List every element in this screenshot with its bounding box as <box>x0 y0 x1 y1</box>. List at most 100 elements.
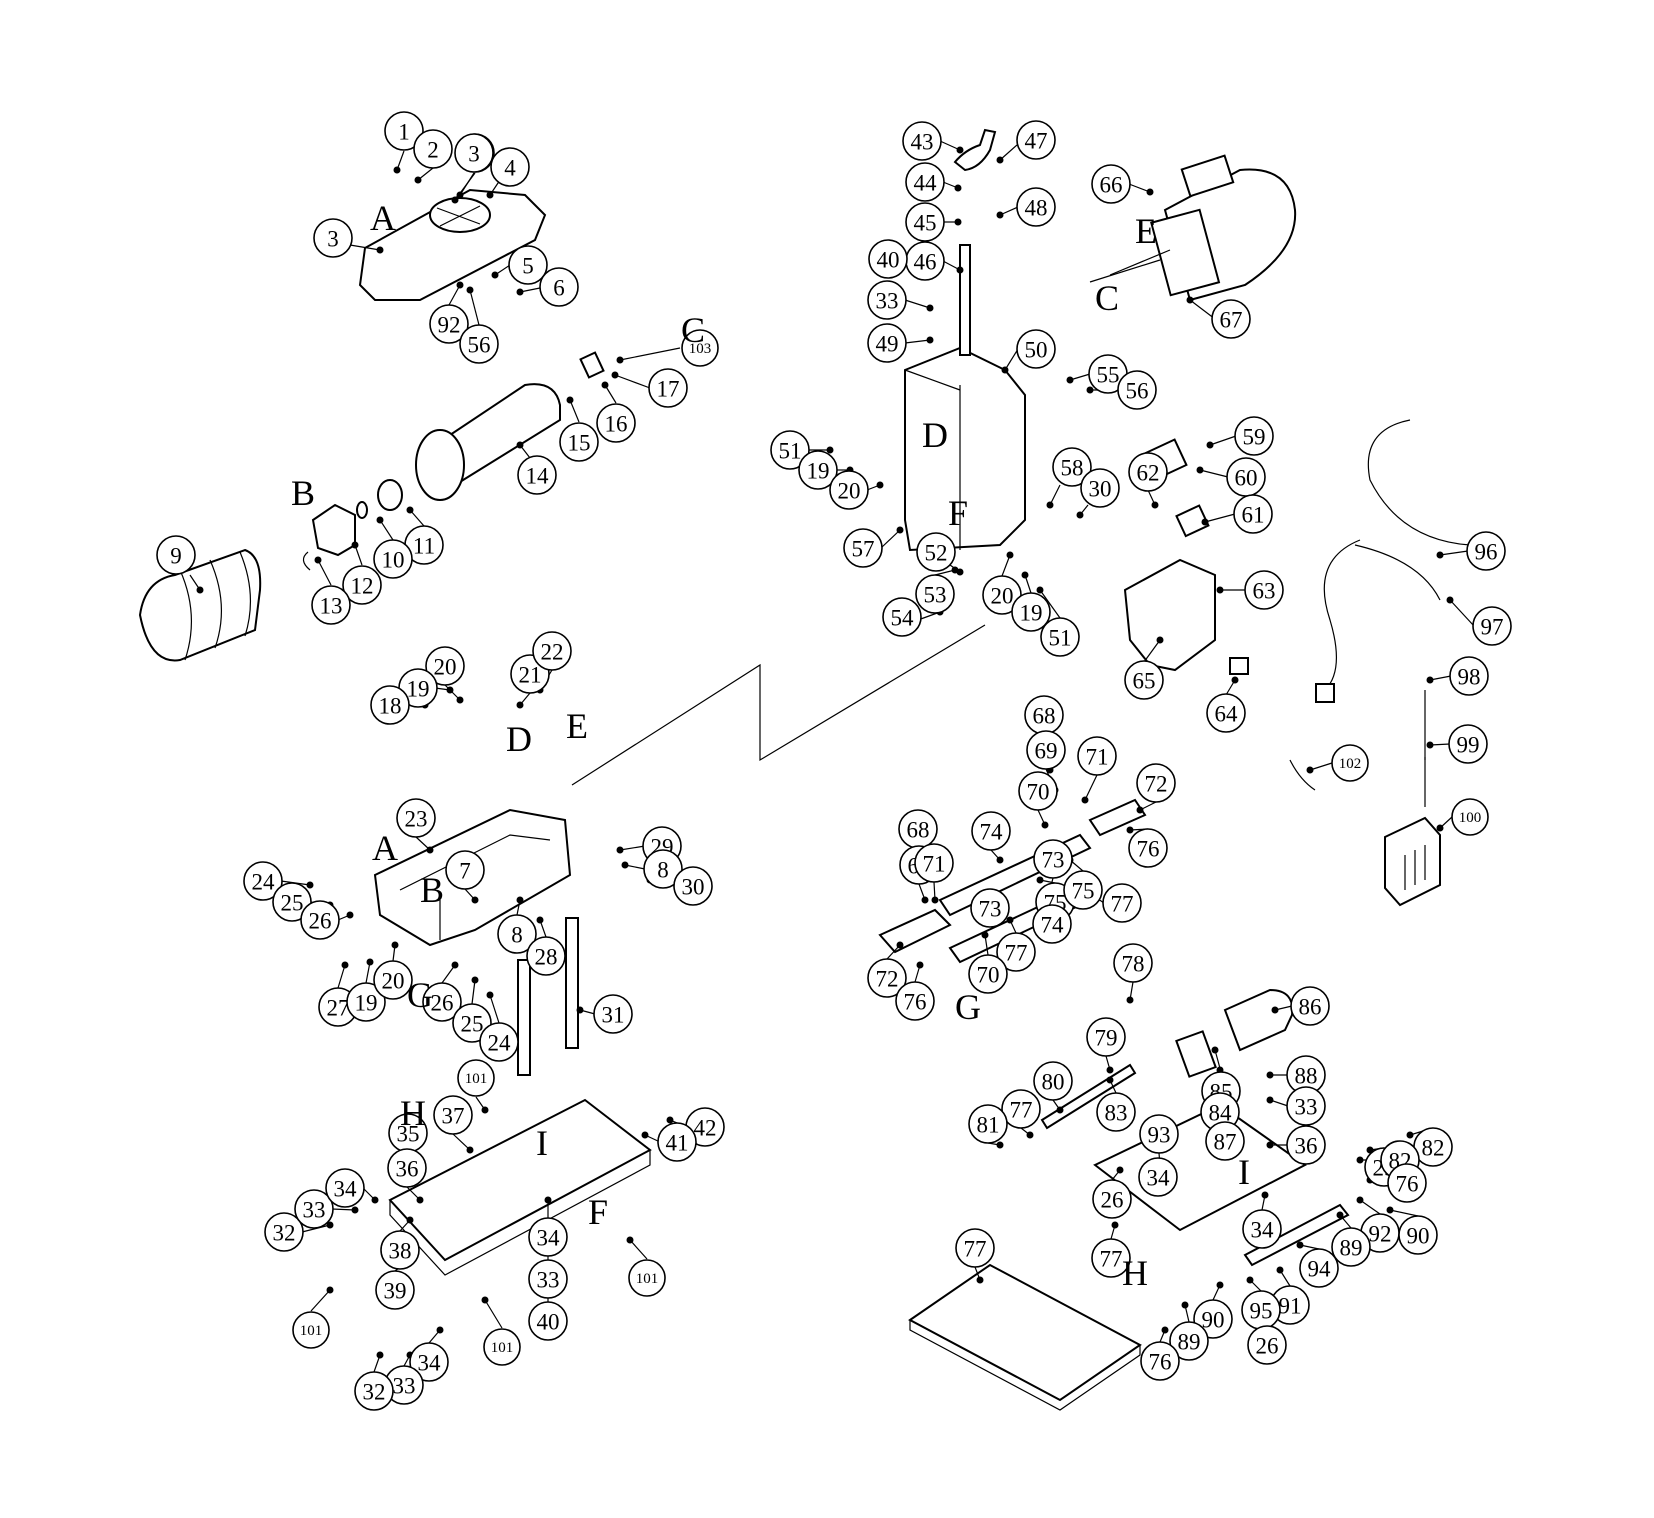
callout-circle <box>1091 164 1131 204</box>
callout-circle <box>1040 617 1080 657</box>
callout-number: 73 <box>1042 848 1065 873</box>
motor-flange <box>1150 208 1221 297</box>
callout-number: 88 <box>1295 1064 1318 1089</box>
callout-circle <box>1011 592 1051 632</box>
fastener-dot <box>1006 916 1014 924</box>
part-callout-99: 99 <box>1448 724 1488 764</box>
fastener-dot <box>876 481 884 489</box>
fastener-dot <box>1046 501 1054 509</box>
leader-line <box>441 964 456 984</box>
callout-circle <box>1016 187 1056 227</box>
callout-circle <box>1138 1157 1178 1197</box>
callout-number: 35 <box>397 1122 420 1147</box>
part-callout-24: 24 <box>243 861 283 901</box>
part-callout-77: 77 <box>996 932 1036 972</box>
callout-circle <box>528 1301 568 1341</box>
callout-number: 1 <box>398 120 410 145</box>
part-callout-76: 76 <box>1387 1163 1427 1203</box>
part-callout-22: 22 <box>532 631 572 671</box>
part-callout-40: 40 <box>868 239 908 279</box>
leader-line <box>349 244 381 251</box>
leader-line <box>569 399 580 423</box>
callout-number: 19 <box>1020 601 1043 626</box>
callout-number: 3 <box>468 142 480 167</box>
callout-circle <box>483 1328 521 1366</box>
leader-line <box>409 509 425 527</box>
callout-circle <box>867 958 907 998</box>
part-callout-74: 74 <box>971 811 1011 851</box>
fastener-dot <box>1436 551 1444 559</box>
fastener-dot <box>1216 586 1224 594</box>
callout-number: 75 <box>1072 879 1095 904</box>
callout-number: 28 <box>535 945 558 970</box>
chip-chute <box>138 548 262 662</box>
callout-number: 34 <box>334 1177 358 1202</box>
part-callout-89: 89 <box>1169 1321 1209 1361</box>
part-callout-72: 72 <box>867 958 907 998</box>
callout-number: 89 <box>1178 1330 1201 1355</box>
cutter-head-end <box>415 429 465 501</box>
fastener-dot <box>351 1206 359 1214</box>
callout-circle <box>528 1217 568 1257</box>
fastener-dot <box>1336 1211 1344 1219</box>
callout-number: 64 <box>1215 702 1239 727</box>
part-callout-1: 1 <box>384 111 424 151</box>
callout-number: 30 <box>682 875 705 900</box>
callout-number: 65 <box>1133 669 1156 694</box>
callout-number: 89 <box>1340 1236 1363 1261</box>
fastener-dot <box>1126 996 1134 1004</box>
assembly-letter-C: C <box>1095 278 1119 318</box>
fastener-dot <box>1206 441 1214 449</box>
part-callout-11: 11 <box>404 525 444 565</box>
part-callout-77: 77 <box>955 1228 995 1268</box>
dust-hood <box>358 188 547 301</box>
callout-number: 26 <box>309 909 332 934</box>
callout-circle <box>1331 1227 1371 1267</box>
callout-circle <box>1299 1248 1339 1288</box>
callout-circle <box>354 1371 394 1411</box>
assembly-letter-E: E <box>566 706 588 746</box>
leader-line <box>1204 513 1236 523</box>
part-callout-55: 55 <box>1088 354 1128 394</box>
callout-circle <box>905 162 945 202</box>
part-callout-101: 101 <box>292 1311 330 1349</box>
fastener-dot <box>456 191 464 199</box>
fastener-dot <box>1436 824 1444 832</box>
fastener-dot <box>346 911 354 919</box>
part-callout-62: 62 <box>1128 452 1168 492</box>
callout-circle <box>156 535 196 575</box>
part-callout-56: 56 <box>1117 370 1157 410</box>
callout-number: 72 <box>876 967 899 992</box>
part-callout-53: 53 <box>915 574 955 614</box>
bracket-72-right <box>1088 798 1147 837</box>
callout-circle <box>433 1095 473 1135</box>
part-callout-40: 40 <box>528 1301 568 1341</box>
part-callout-76: 76 <box>1128 828 1168 868</box>
leader-line <box>379 519 394 541</box>
callout-number: 77 <box>1005 941 1028 966</box>
fastener-dot <box>1406 1131 1414 1139</box>
fastener-dot <box>391 941 399 949</box>
fastener-dot <box>1086 386 1094 394</box>
callout-number: 14 <box>526 464 550 489</box>
callout-circle <box>459 324 499 364</box>
callout-number: 63 <box>1253 579 1276 604</box>
callout-circle <box>1128 452 1168 492</box>
part-callout-73: 73 <box>970 888 1010 928</box>
callout-number: 68 <box>1033 704 1056 729</box>
callout-circle <box>882 597 922 637</box>
callout-number: 34 <box>1251 1218 1275 1243</box>
callout-number: 102 <box>1339 756 1362 772</box>
callout-circle <box>681 329 719 367</box>
fastener-dot <box>1036 586 1044 594</box>
leader-line <box>448 284 461 306</box>
callout-circle <box>968 1104 1008 1144</box>
callout-circle <box>1169 1321 1209 1361</box>
callout-circle <box>272 882 312 922</box>
callout-number: 72 <box>1145 772 1168 797</box>
callout-circle <box>1077 736 1117 776</box>
callout-circle <box>867 323 907 363</box>
part-callout-33: 33 <box>528 1259 568 1299</box>
fastener-dot <box>611 371 619 379</box>
fastener-dot <box>1211 1046 1219 1054</box>
